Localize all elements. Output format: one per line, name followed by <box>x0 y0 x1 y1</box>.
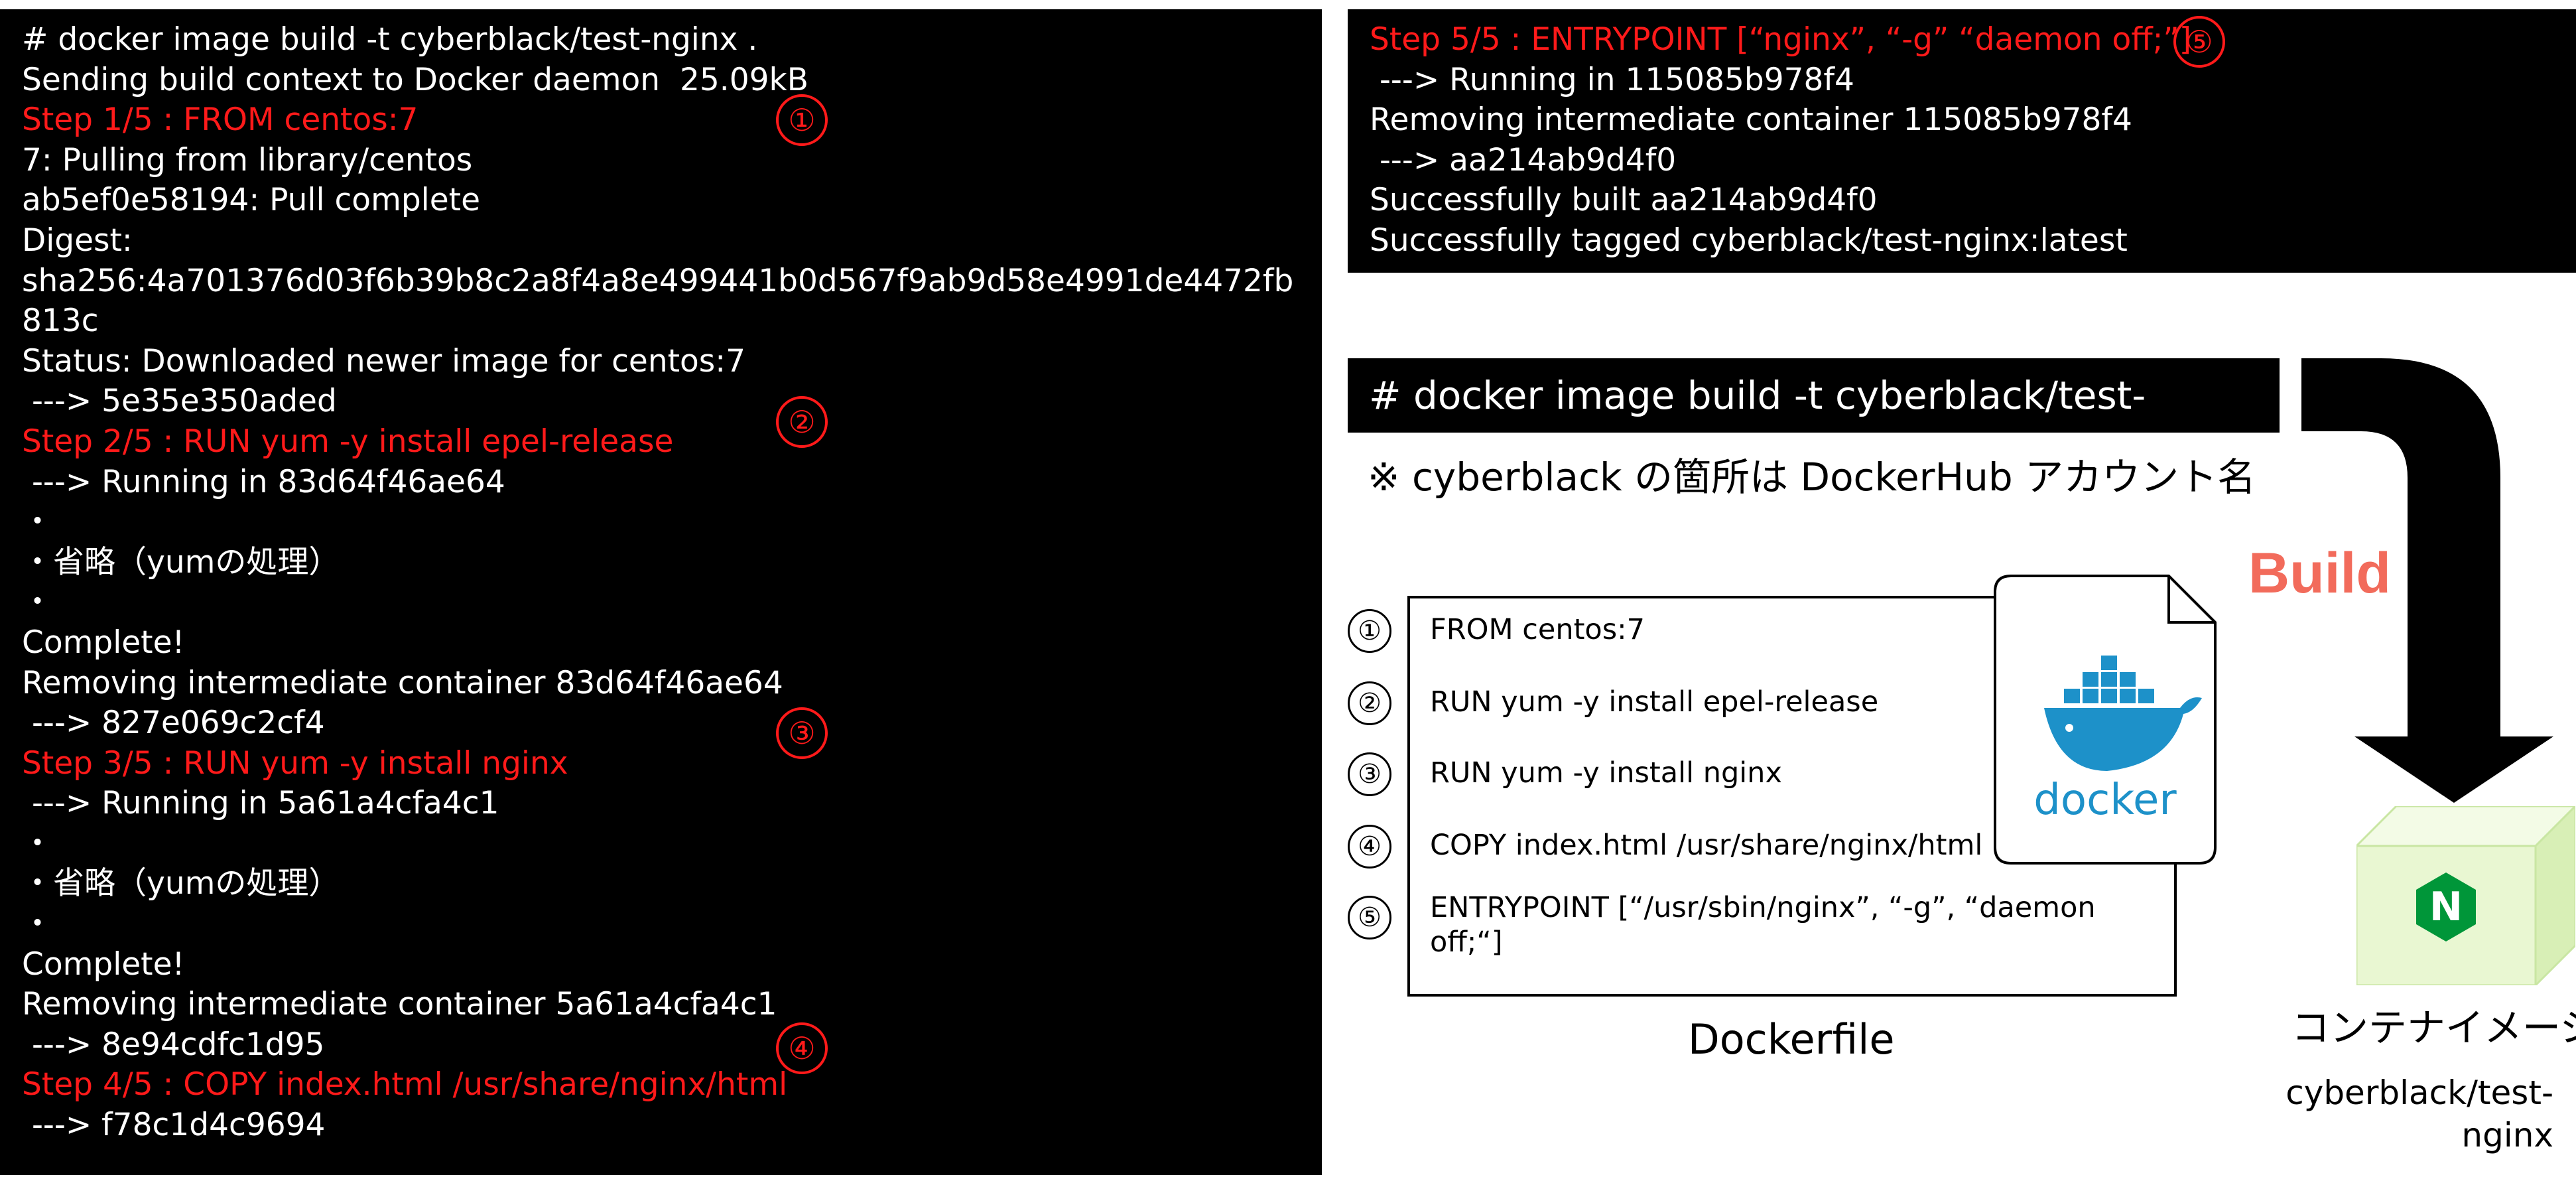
log-line: Successfully tagged cyberblack/test-ngin… <box>1370 222 2128 259</box>
dockerfile-num-3: ③ <box>1348 752 1391 796</box>
log-line: ab5ef0e58194: Pull complete <box>22 182 481 219</box>
dockerfile-label: Dockerfile <box>1688 1015 1895 1064</box>
build-arrow-icon <box>2301 358 2553 803</box>
account-note: ※ cyberblack の箇所は DockerHub アカウント名 <box>1368 454 2256 500</box>
nginx-container-cube-icon: N <box>2356 806 2575 985</box>
log-line: Removing intermediate container 5a61a4cf… <box>22 986 777 1023</box>
log-line: ---> 827e069c2cf4 <box>22 705 325 742</box>
command-box: # docker image build -t cyberblack/test- <box>1348 358 2280 433</box>
log-line: Complete! <box>22 624 185 661</box>
build-result-lines: Step 5/5 : ENTRYPOINT [“nginx”, “-g” “da… <box>1370 20 2576 261</box>
container-image-name: cyberblack/test-nginx <box>2286 1074 2553 1154</box>
step-2-marker: ② <box>776 396 828 448</box>
log-line: ---> Running in 5a61a4cfa4c1 <box>22 785 499 822</box>
nginx-logo-letter: N <box>2429 884 2463 930</box>
log-line: ・ <box>22 906 53 943</box>
log-line: Digest: <box>22 222 133 259</box>
log-line: ---> 5e35e350aded <box>22 383 337 420</box>
build-result-terminal: Step 5/5 : ENTRYPOINT [“nginx”, “-g” “da… <box>1348 9 2576 273</box>
build-log-lines: # docker image build -t cyberblack/test-… <box>22 20 1322 1146</box>
dockerfile-line-entrypoint: ENTRYPOINT [“/usr/sbin/nginx”, “-g”, “da… <box>1430 891 2096 959</box>
dockerfile-num-1: ① <box>1348 609 1391 653</box>
log-line: Sending build context to Docker daemon 2… <box>22 61 808 98</box>
dockerfile-num-2: ② <box>1348 681 1391 725</box>
log-line: ・ <box>22 825 53 862</box>
docker-logo-card: docker <box>1994 575 2217 865</box>
log-line: ・省略（yumの処理） <box>22 543 340 581</box>
container-image-label: コンテナイメージ <box>2291 1005 2576 1050</box>
build-log-terminal: # docker image build -t cyberblack/test-… <box>0 9 1322 1175</box>
log-line: ---> 8e94cdfc1d95 <box>22 1026 325 1063</box>
log-line: 7: Pulling from library/centos <box>22 141 473 178</box>
dockerfile-num-5: ⑤ <box>1348 896 1391 939</box>
step-5-marker: ⑤ <box>2173 16 2225 68</box>
dockerfile-line-from: FROM centos:7 <box>1430 613 1645 646</box>
dockerfile-line-run-nginx: RUN yum -y install nginx <box>1430 756 1782 790</box>
build-step-line: Step 4/5 : COPY index.html /usr/share/ng… <box>22 1066 788 1103</box>
log-line: Successfully built aa214ab9d4f0 <box>1370 182 1878 219</box>
dockerfile-line-run-epel: RUN yum -y install epel-release <box>1430 685 1879 719</box>
build-step-line: Step 3/5 : RUN yum -y install nginx <box>22 744 568 782</box>
docker-logo-text: docker <box>2033 776 2177 825</box>
step-3-marker: ③ <box>776 707 828 759</box>
build-step-line: Step 2/5 : RUN yum -y install epel-relea… <box>22 423 674 460</box>
log-line: sha256:4a701376d03f6b39b8c2a8f4a8e499441… <box>22 262 1294 299</box>
log-line: Removing intermediate container 83d64f46… <box>22 664 783 701</box>
log-line: ---> f78c1d4c9694 <box>22 1107 326 1144</box>
log-line: ・ <box>22 504 53 541</box>
dockerfile-line-copy: COPY index.html /usr/share/nginx/html <box>1430 829 1983 862</box>
log-line: ---> Running in 83d64f46ae64 <box>22 463 505 500</box>
docker-whale-icon <box>2044 656 2202 771</box>
build-step-line: Step 1/5 : FROM centos:7 <box>22 102 419 139</box>
log-line: Removing intermediate container 115085b9… <box>1370 102 2132 139</box>
log-line: 813c <box>22 303 99 340</box>
log-line: ---> aa214ab9d4f0 <box>1370 141 1677 178</box>
log-line: Complete! <box>22 945 185 983</box>
log-line: ・ <box>22 584 53 621</box>
step-1-marker: ① <box>776 94 828 146</box>
log-line: ---> Running in 115085b978f4 <box>1370 61 1854 98</box>
log-line: # docker image build -t cyberblack/test-… <box>22 21 758 58</box>
step-4-marker: ④ <box>776 1022 828 1074</box>
log-line: Status: Downloaded newer image for cento… <box>22 342 746 380</box>
log-line: ・省略（yumの処理） <box>22 865 340 902</box>
build-step-line: Step 5/5 : ENTRYPOINT [“nginx”, “-g” “da… <box>1370 21 2192 58</box>
build-label: Build <box>2248 541 2391 605</box>
dockerfile-num-4: ④ <box>1348 825 1391 869</box>
